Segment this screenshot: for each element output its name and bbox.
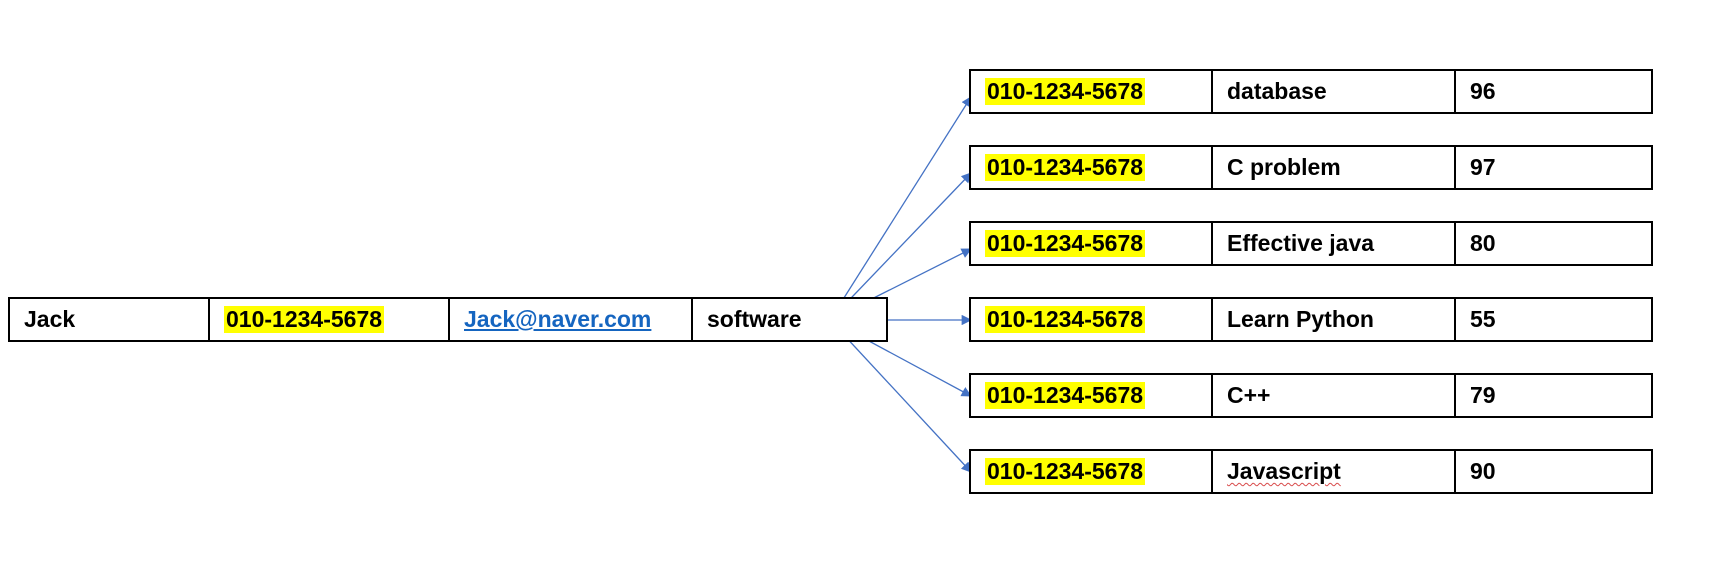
score-text: 55 [1470,306,1496,332]
linked-phone-text: 010-1234-5678 [985,230,1146,257]
subject-cell: database [1211,71,1454,112]
subject-text: C++ [1227,382,1271,408]
linked-phone-text: 010-1234-5678 [985,382,1146,409]
score-cell: 90 [1454,451,1651,492]
score-cell: 96 [1454,71,1651,112]
subject-cell: Learn Python [1211,299,1454,340]
linked-phone-cell: 010-1234-5678 [971,375,1211,416]
linked-record-row: 010-1234-5678 Effective java 80 [969,221,1653,266]
subject-text: C problem [1227,154,1341,180]
phone-cell: 010-1234-5678 [208,299,448,340]
linked-phone-cell: 010-1234-5678 [971,147,1211,188]
score-text: 90 [1470,458,1496,484]
score-cell: 55 [1454,299,1651,340]
linked-phone-cell: 010-1234-5678 [971,451,1211,492]
subject-cell: Javascript [1211,451,1454,492]
score-cell: 80 [1454,223,1651,264]
linked-phone-text: 010-1234-5678 [985,306,1146,333]
subject-cell: Effective java [1211,223,1454,264]
score-text: 97 [1470,154,1496,180]
linked-phone-cell: 010-1234-5678 [971,223,1211,264]
score-cell: 97 [1454,147,1651,188]
connector-arrow [829,172,972,321]
score-text: 96 [1470,78,1496,104]
linked-record-row: 010-1234-5678 database 96 [969,69,1653,114]
linked-record-row: 010-1234-5678 C++ 79 [969,373,1653,418]
subject-cell: C problem [1211,147,1454,188]
linked-record-row: 010-1234-5678 Learn Python 55 [969,297,1653,342]
linked-phone-text: 010-1234-5678 [985,458,1146,485]
subject-text: Effective java [1227,230,1375,256]
connector-arrow [829,319,972,473]
score-text: 80 [1470,230,1496,256]
subject-cell: C++ [1211,375,1454,416]
email-cell: Jack@naver.com [448,299,691,340]
linked-record-row: 010-1234-5678 C problem 97 [969,145,1653,190]
subject-text: database [1227,78,1327,104]
linked-phone-cell: 010-1234-5678 [971,299,1211,340]
score-cell: 79 [1454,375,1651,416]
name-text: Jack [24,306,76,332]
name-cell: Jack [10,299,208,340]
subject-text: Javascript [1227,458,1341,484]
phone-text: 010-1234-5678 [224,306,385,333]
linked-phone-text: 010-1234-5678 [985,78,1146,105]
email-link[interactable]: Jack@naver.com [464,306,652,332]
source-record-row: Jack 010-1234-5678 Jack@naver.com softwa… [8,297,888,342]
linked-phone-cell: 010-1234-5678 [971,71,1211,112]
linked-record-row: 010-1234-5678 Javascript 90 [969,449,1653,494]
connector-arrow [829,96,972,321]
department-text: software [707,306,802,332]
linked-phone-text: 010-1234-5678 [985,154,1146,181]
department-cell: software [691,299,886,340]
subject-text: Learn Python [1227,306,1374,332]
score-text: 79 [1470,382,1496,408]
